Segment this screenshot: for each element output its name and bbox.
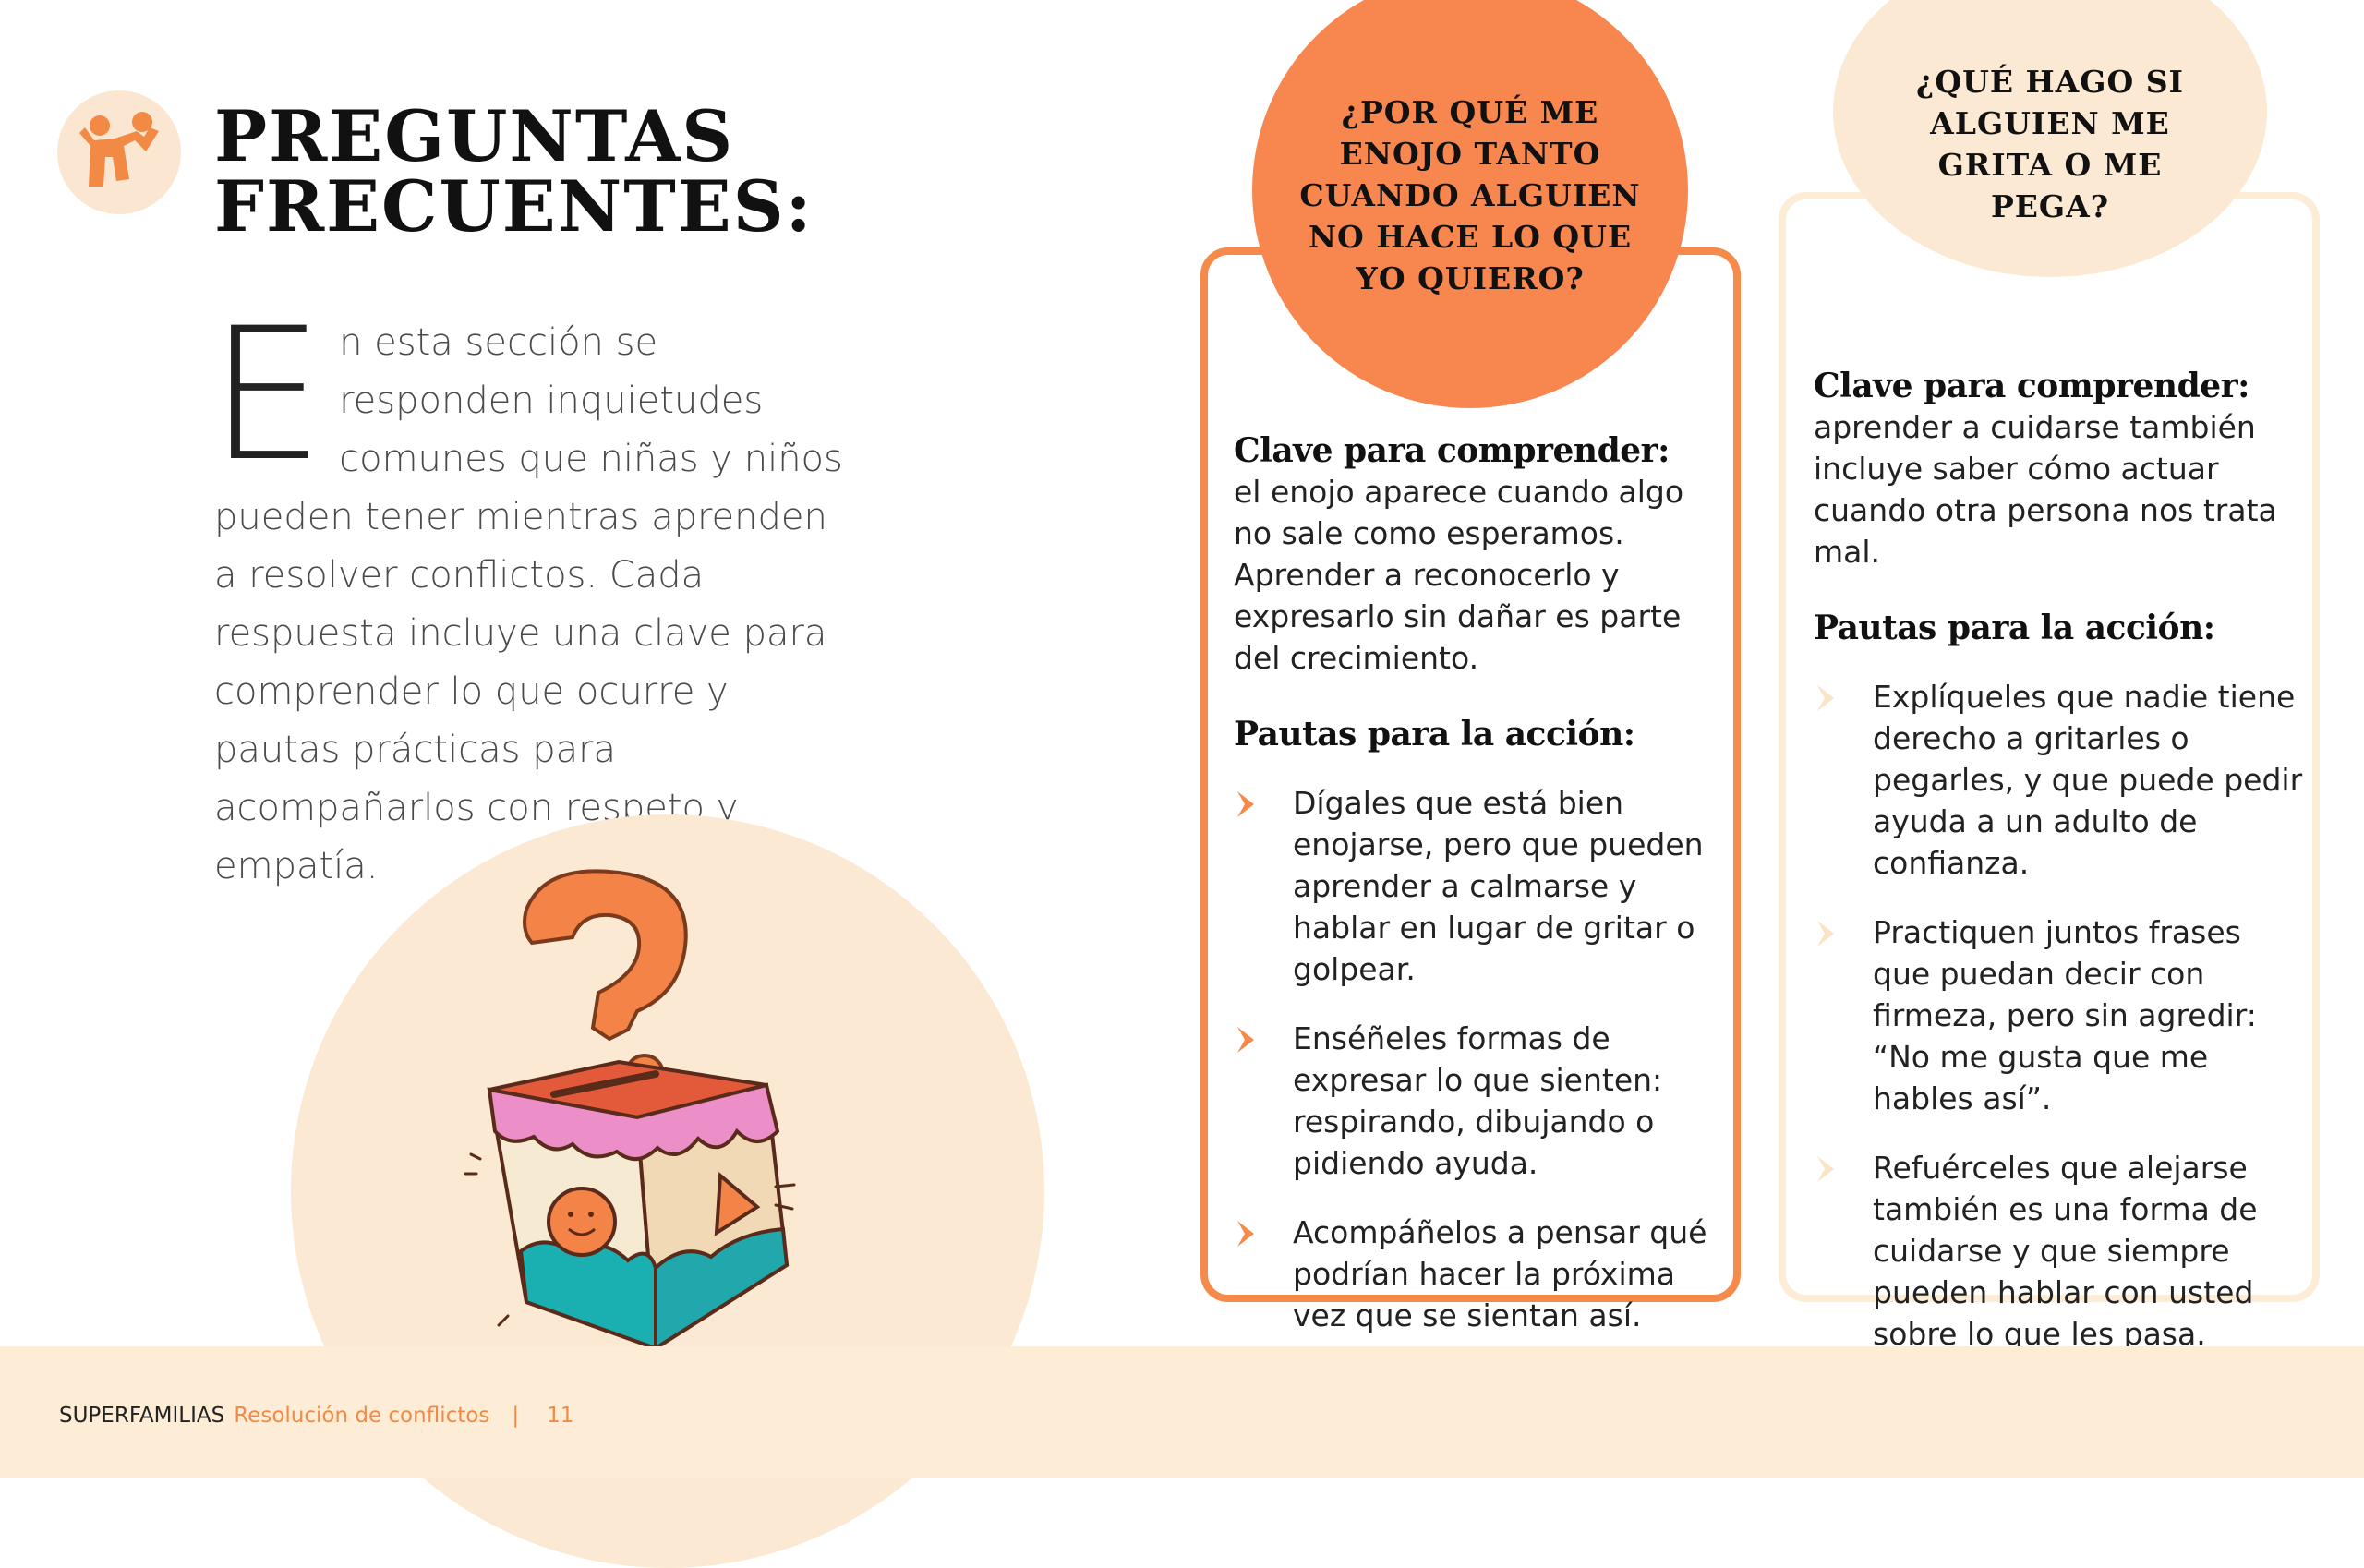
actions-heading: Pautas para la acción:	[1234, 715, 1635, 754]
intro-paragraph: E n esta sección se responden inquietude…	[209, 304, 861, 896]
key-heading: Clave para comprender:	[1234, 431, 1670, 470]
footer-brand: SUPERFAMILIAS	[59, 1404, 225, 1428]
chevron-right-icon	[1817, 685, 1834, 711]
list-item: Enséñeles formas de expresar lo que sien…	[1234, 1018, 1714, 1184]
family-logo-icon	[57, 90, 181, 214]
list-item-text: Refuérceles que alejarse también es una …	[1873, 1150, 2258, 1352]
list-item-text: Enséñeles formas de expresar lo que sien…	[1293, 1020, 1663, 1181]
question-text: ¿QUÉ HAGO SI ALGUIEN ME GRITA O ME PEGA?	[1916, 64, 2184, 224]
question-box-icon	[443, 854, 850, 1373]
page-title: PREGUNTAS FRECUENTES:	[214, 102, 814, 242]
list-item-text: Dígales que está bien enojarse, pero que…	[1293, 785, 1704, 987]
list-item: Explíqueles que nadie tiene derecho a gr…	[1814, 676, 2303, 884]
drop-cap: E	[209, 288, 325, 501]
key-text: el enojo aparece cuando algo no sale com…	[1234, 474, 1684, 676]
chevron-right-icon	[1237, 791, 1254, 817]
title-line-1: PREGUNTAS	[214, 95, 735, 177]
actions-heading: Pautas para la acción:	[1814, 609, 2215, 647]
chevron-right-icon	[1817, 1156, 1834, 1182]
list-item-text: Acompáñelos a pensar qué podrían hacer l…	[1293, 1214, 1707, 1333]
page-number: 11	[547, 1404, 574, 1428]
list-item: Acompáñelos a pensar qué podrían hacer l…	[1234, 1212, 1714, 1336]
list-item: Dígales que está bien enojarse, pero que…	[1234, 782, 1714, 990]
chevron-right-icon	[1237, 1027, 1254, 1053]
actions-list: Dígales que está bien enojarse, pero que…	[1234, 782, 1714, 1336]
intro-text: n esta sección se responden inquietudes …	[214, 321, 843, 887]
question-circle-aggression: ¿QUÉ HAGO SI ALGUIEN ME GRITA O ME PEGA?	[1833, 0, 2267, 277]
footer-bar	[0, 1346, 2364, 1478]
key-text: aprender a cuidarse también incluye sabe…	[1814, 409, 2277, 570]
key-heading: Clave para comprender:	[1814, 367, 2249, 405]
question-text: ¿POR QUÉ ME ENOJO TANTO CUANDO ALGUIEN N…	[1299, 93, 1641, 296]
list-item: Practiquen juntos frases que puedan deci…	[1814, 911, 2303, 1119]
question-circle-anger: ¿POR QUÉ ME ENOJO TANTO CUANDO ALGUIEN N…	[1252, 0, 1688, 408]
list-item-text: Practiquen juntos frases que puedan deci…	[1873, 914, 2257, 1116]
footer-text: SUPERFAMILIAS Resolución de conflictos | 11	[59, 1402, 573, 1429]
footer-subtitle: Resolución de conflictos	[234, 1404, 490, 1428]
title-line-2: FRECUENTES:	[214, 165, 814, 247]
chevron-right-icon	[1817, 921, 1834, 947]
faq-card-aggression: Clave para comprender: aprender a cuidar…	[1779, 192, 2320, 1352]
chevron-right-icon	[1237, 1221, 1254, 1247]
list-item: Refuérceles que alejarse también es una …	[1814, 1147, 2303, 1355]
footer-separator: |	[512, 1404, 520, 1428]
actions-list: Explíqueles que nadie tiene derecho a gr…	[1814, 676, 2303, 1355]
list-item-text: Explíqueles que nadie tiene derecho a gr…	[1873, 679, 2303, 881]
faq-card-anger: Clave para comprender: el enojo aparece …	[1200, 247, 1741, 1333]
